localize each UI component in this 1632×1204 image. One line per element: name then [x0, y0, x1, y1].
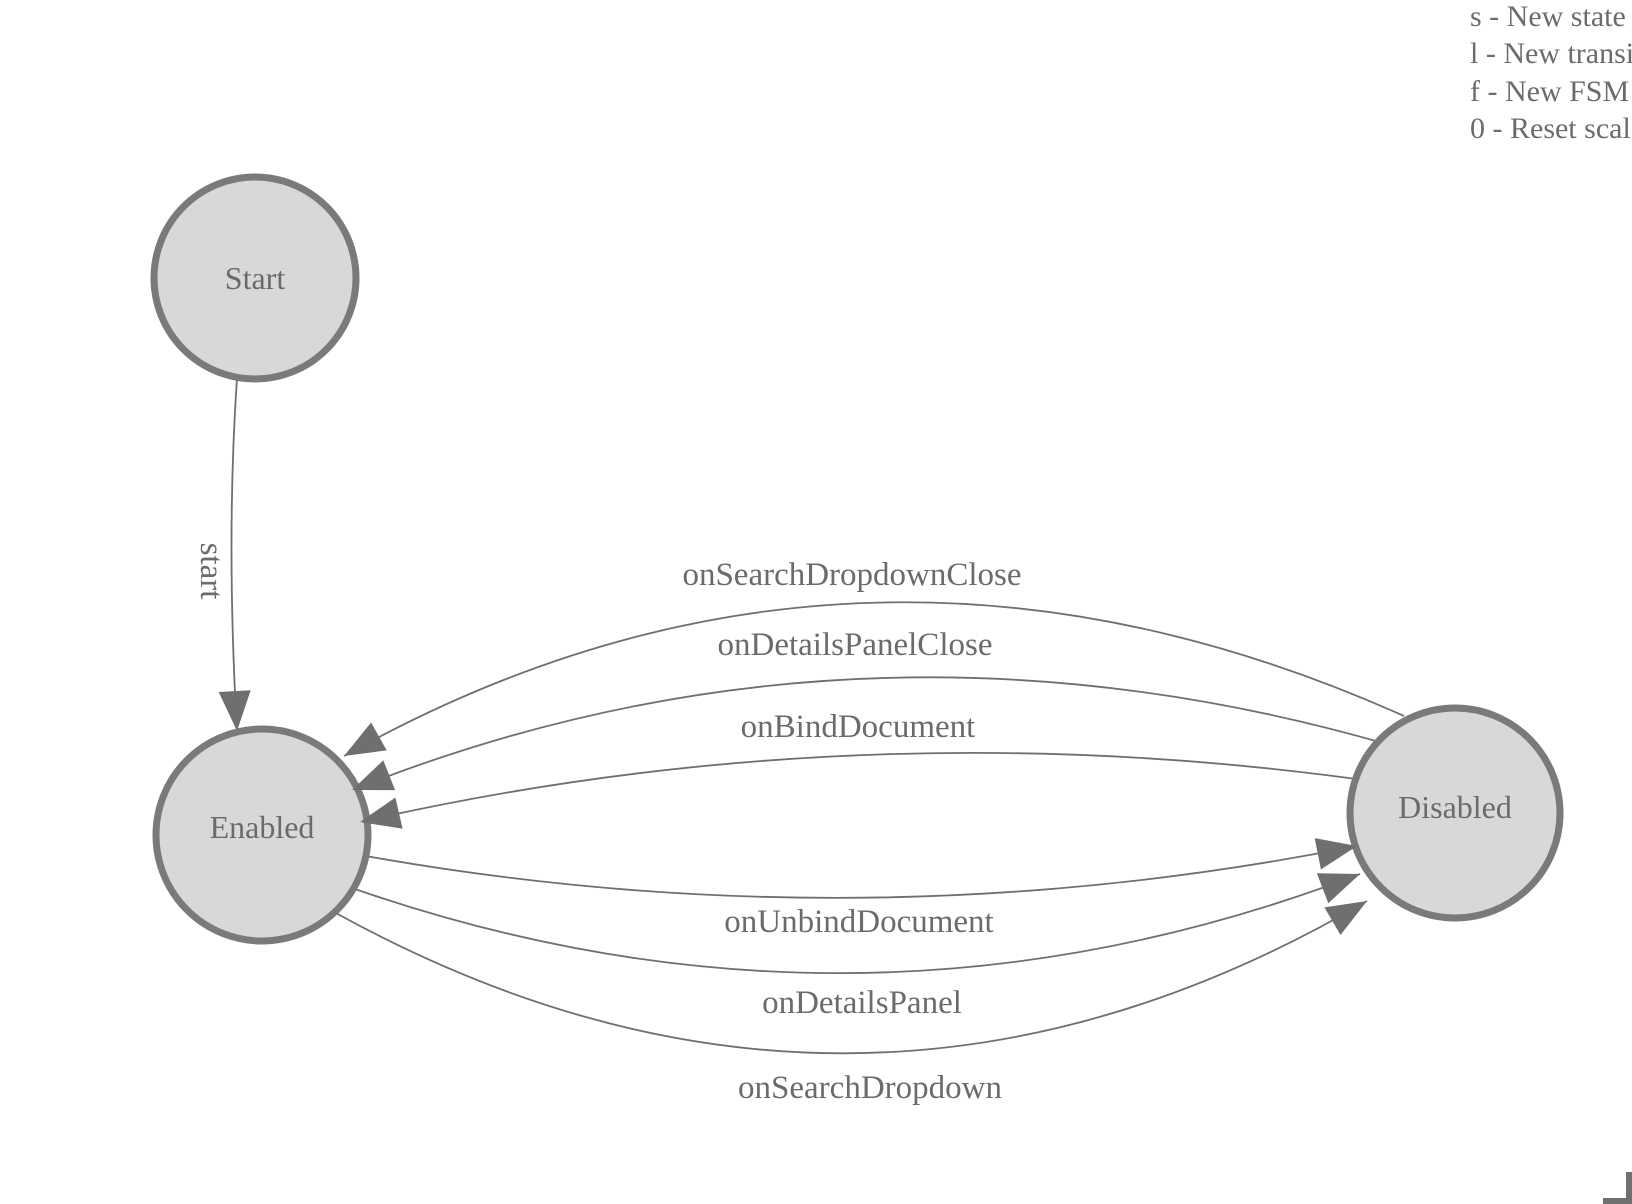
transition-label-on-details-panel[interactable]: onDetailsPanel	[762, 985, 962, 1021]
transition-path-on-details-panel-close[interactable]	[351, 676, 1391, 791]
edges-layer	[230, 377, 1405, 1055]
bracket-vertical-bar	[1626, 1172, 1632, 1204]
legend-item-new-state: s - New state	[1470, 0, 1626, 33]
transition-label-on-search-dropdown[interactable]: onSearchDropdown	[738, 1070, 1002, 1106]
arrowhead-on-search-dropdown	[1324, 901, 1367, 935]
arrowhead-on-search-dropdown-close	[344, 722, 387, 756]
transition-path-start[interactable]	[230, 377, 238, 732]
legend-item-new-fsm: f - New FSM	[1470, 74, 1630, 108]
transition-path-on-search-dropdown-close[interactable]	[343, 601, 1405, 757]
transition-label-on-bind-document[interactable]: onBindDocument	[741, 709, 976, 745]
arrowhead-on-unbind-document	[1314, 838, 1357, 870]
arrowheads-layer	[218, 690, 1367, 935]
transition-path-on-unbind-document[interactable]	[359, 845, 1358, 899]
states-layer: Start Enabled Disabled	[150, 173, 1564, 945]
canvas-corner-bracket	[1603, 1172, 1632, 1204]
transition-path-on-details-panel[interactable]	[351, 873, 1361, 975]
state-circle-enabled[interactable]	[152, 725, 372, 945]
legend-item-reset-scale: 0 - Reset scale	[1470, 112, 1632, 146]
transition-label-start[interactable]: start	[193, 543, 229, 600]
arrowhead-on-bind-document	[360, 797, 403, 829]
state-label-start: Start	[225, 260, 286, 296]
legend-item-new-transition: l - New transition	[1470, 37, 1632, 71]
state-circle-disabled[interactable]	[1346, 704, 1564, 922]
arrowhead-start	[218, 690, 251, 731]
state-disabled[interactable]: Disabled	[1346, 704, 1564, 922]
state-circle-start[interactable]	[150, 173, 360, 383]
bracket-horizontal-bar	[1603, 1198, 1632, 1204]
transition-path-on-bind-document[interactable]	[359, 751, 1379, 823]
arrowhead-on-details-panel-close	[352, 760, 396, 791]
transition-path-on-search-dropdown[interactable]	[333, 900, 1368, 1055]
state-enabled[interactable]: Enabled	[152, 725, 372, 945]
edge-labels-layer: start onSearchDropdownClose onDetailsPan…	[193, 543, 1022, 1106]
transition-label-on-unbind-document[interactable]: onUnbindDocument	[724, 904, 993, 940]
transition-label-on-details-panel-close[interactable]: onDetailsPanelClose	[718, 627, 993, 663]
state-start[interactable]: Start	[150, 173, 360, 383]
transition-label-on-search-dropdown-close[interactable]: onSearchDropdownClose	[682, 557, 1021, 593]
legend: s - New state l - New transition f - New…	[1470, 0, 1632, 148]
state-label-disabled: Disabled	[1398, 789, 1512, 825]
state-label-enabled: Enabled	[210, 809, 315, 845]
arrowhead-on-details-panel	[1316, 873, 1360, 904]
